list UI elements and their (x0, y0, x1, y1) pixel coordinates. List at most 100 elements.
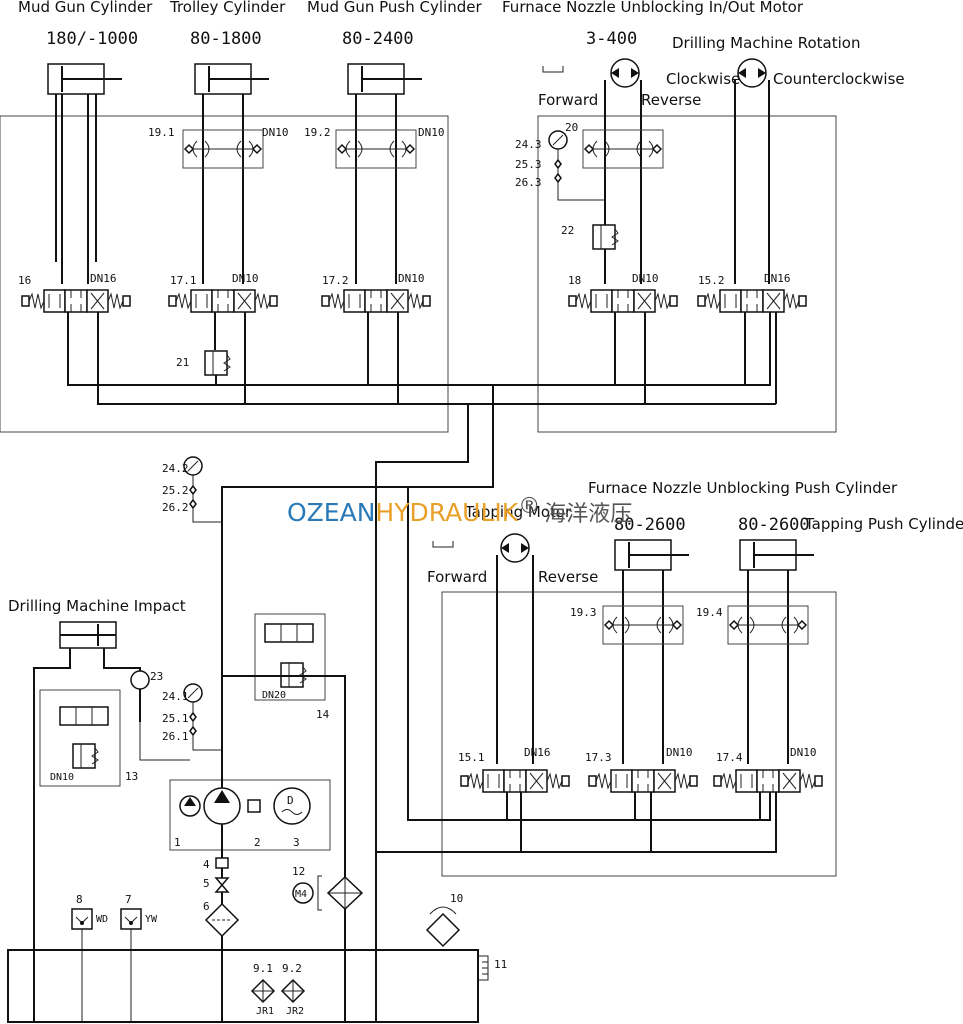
oil-tank (7, 949, 479, 1023)
label-26-3: 26.3 (515, 176, 542, 189)
valve-14-solenoid (264, 623, 314, 643)
directional-valve-17-4 (713, 769, 823, 793)
drilling-rotation-title: Drilling Machine Rotation (672, 34, 860, 52)
directional-valve-15-1 (460, 769, 570, 793)
mud-gun-cylinder (47, 63, 123, 95)
mud-gun-cylinder-title: Mud Gun Cylinder (18, 0, 153, 16)
check-valve-23 (130, 670, 150, 690)
hydraulic-lock-19-1 (182, 129, 264, 169)
label-25-2: 25.2 (162, 484, 189, 497)
valve-17-3-dn: DN10 (666, 746, 693, 759)
pressure-gauge-24-3 (548, 130, 568, 183)
label-20: 20 (565, 121, 578, 134)
tapping-motor-forward: Forward (427, 568, 487, 586)
valve-17-4-id: 17.4 (716, 751, 743, 764)
watermark-reg: ® (518, 494, 540, 519)
relief-valve-21 (204, 350, 231, 376)
label-13: 13 (125, 770, 138, 783)
valve-17-1-id: 17.1 (170, 274, 197, 287)
hydraulic-lock-furnace-motor (582, 129, 664, 169)
valve-block-left-outline (0, 115, 449, 433)
label-4: 4 (203, 858, 210, 871)
watermark-part2: HYDRAULIK (375, 498, 518, 527)
label-8: 8 (76, 893, 83, 906)
label-yw: YW (145, 914, 158, 925)
furnace-nozzle-motor-forward: Forward (538, 91, 598, 109)
furnace-nozzle-push-cylinder (614, 539, 690, 571)
temperature-switch-yw (120, 908, 142, 930)
lock-19-1-dn: DN10 (262, 126, 289, 139)
lock-19-2-dn: DN10 (418, 126, 445, 139)
drilling-rotation-counterclockwise: Counterclockwise (773, 70, 905, 88)
valve-15-2-id: 15.2 (698, 274, 725, 287)
label-23: 23 (150, 670, 163, 683)
label-1: 1 (174, 836, 181, 849)
label-10: 10 (450, 892, 463, 905)
mud-gun-cylinder-range: 180/-1000 (46, 29, 138, 49)
label-2: 2 (254, 836, 261, 849)
valve-group-13-outline (39, 689, 121, 787)
lock-19-1-id: 19.1 (148, 126, 175, 139)
hydraulic-lock-19-3 (602, 605, 684, 645)
valve-15-2-dn: DN16 (764, 272, 791, 285)
valve-17-4-dn: DN10 (790, 746, 817, 759)
flexible-joint-4 (215, 857, 229, 869)
directional-valve-17-3 (588, 769, 698, 793)
mud-gun-push-cylinder (347, 63, 423, 95)
relief-valve-13 (72, 743, 99, 769)
label-6: 6 (203, 900, 210, 913)
label-24-3: 24.3 (515, 138, 542, 151)
tapping-motor (500, 533, 530, 563)
furnace-nozzle-in-out-motor (610, 58, 640, 88)
electric-motor-3 (273, 787, 311, 825)
label-5: 5 (203, 877, 210, 890)
tapping-push-title: Tapping Push Cylinder (804, 515, 963, 533)
valve-17-1-dn: DN10 (232, 272, 259, 285)
label-21: 21 (176, 356, 189, 369)
label-9-2: 9.2 (282, 962, 302, 975)
main-return-trunk (221, 385, 494, 1022)
lock-19-3-id: 19.3 (570, 606, 597, 619)
coupling-2 (247, 799, 261, 813)
watermark-logo: OZEANHYDRAULIK®海洋液压 (287, 494, 632, 527)
label-jr1: JR1 (256, 1006, 274, 1017)
label-12: 12 (292, 865, 305, 878)
ball-valve-5 (214, 877, 230, 893)
furnace-nozzle-push-title: Furnace Nozzle Unblocking Push Cylinder (588, 479, 898, 497)
valve-16-id: 16 (18, 274, 31, 287)
label-24-2: 24.2 (162, 462, 189, 475)
valve-17-2-id: 17.2 (322, 274, 349, 287)
drilling-rotation-clockwise: Clockwise (666, 70, 740, 88)
watermark-part3: 海洋液压 (544, 502, 632, 527)
return-manifold-bottom (376, 792, 777, 853)
mud-gun-push-cylinder-range: 80-2400 (342, 29, 414, 49)
label-14: 14 (316, 708, 330, 721)
pump-unit-outline (169, 779, 331, 851)
lock-19-2-id: 19.2 (304, 126, 331, 139)
drain-symbol (542, 66, 564, 73)
hydraulic-lock-19-4 (727, 605, 809, 645)
pressure-manifold-top (67, 312, 771, 386)
directional-valve-18 (568, 289, 678, 313)
drilling-rotation-motor (737, 58, 767, 88)
label-26-2: 26.2 (162, 501, 189, 514)
return-manifold-top (97, 312, 776, 405)
drain-symbol-2 (432, 541, 454, 548)
main-pressure-trunk (375, 404, 469, 1022)
directional-valve-15-2 (697, 289, 807, 313)
label-wd: WD (96, 914, 108, 925)
label-11: 11 (494, 958, 507, 971)
valve-17-2-dn: DN10 (398, 272, 425, 285)
valve-15-1-dn: DN16 (524, 746, 551, 759)
valve-group-14-outline (254, 613, 326, 701)
trolley-cylinder-title: Trolley Cylinder (169, 0, 286, 16)
tapping-push-cylinder (739, 539, 815, 571)
label-25-1: 25.1 (162, 712, 189, 725)
directional-valve-17-2 (321, 289, 431, 313)
valve-13-dn: DN10 (50, 772, 74, 783)
watermark-part1: OZEAN (287, 498, 375, 527)
motor-d-label: D (287, 794, 294, 807)
directional-valve-17-1 (168, 289, 278, 313)
furnace-nozzle-motor-range: 3-400 (586, 29, 637, 49)
